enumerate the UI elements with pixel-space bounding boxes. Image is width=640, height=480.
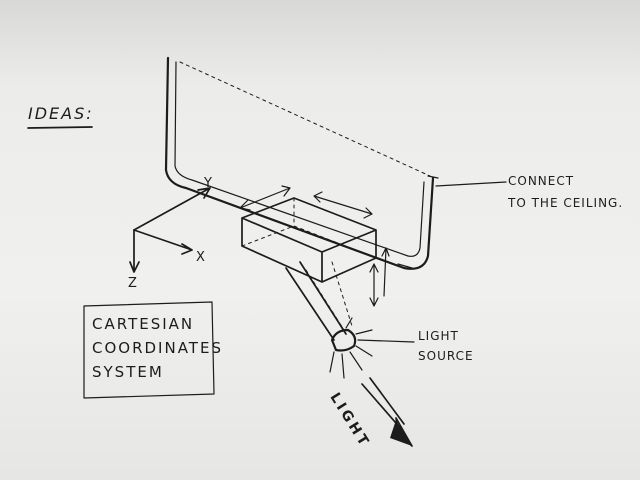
light-cone-dashed	[305, 261, 353, 331]
axis-z	[129, 229, 140, 273]
lamp-rays	[329, 317, 373, 379]
bracket-cap	[427, 175, 439, 179]
light-source-line-2: SOURCE	[418, 349, 474, 363]
ceiling-bracket	[164, 56, 435, 270]
dim-arrow-vertical	[369, 263, 379, 307]
axis-x	[133, 229, 193, 255]
light-source-line-1: LIGHT	[418, 329, 459, 343]
dim-arrow-right	[313, 191, 373, 219]
axis-x-label: X	[196, 250, 206, 265]
cartesian-line-2: COORDINATES	[92, 339, 223, 357]
connect-leader	[435, 181, 507, 187]
title-underline	[27, 126, 93, 129]
connect-line-1: CONNECT	[508, 174, 575, 188]
page-title: IDEAS:	[28, 104, 94, 123]
light-source-leader	[357, 339, 415, 343]
connect-line-2: TO THE CEILING.	[508, 196, 624, 210]
ceiling-bracket-top-edge	[179, 61, 431, 177]
ceiling-bracket-inner	[174, 61, 425, 257]
cartesian-line-1: CARTESIAN	[92, 315, 195, 333]
light-arrow-head	[390, 420, 412, 446]
axis-z-label: Z	[128, 276, 138, 291]
axis-y	[133, 187, 211, 231]
cartesian-box-text: CARTESIAN COORDINATES SYSTEM	[92, 312, 223, 384]
axis-y-label: Y	[204, 176, 213, 191]
dim-arrow-vertical-2	[381, 247, 390, 297]
connect-label: CONNECT TO THE CEILING.	[508, 170, 623, 214]
lamp-head	[330, 328, 357, 352]
height-tick	[397, 263, 413, 269]
lamp-arm	[285, 261, 347, 341]
cartesian-line-3: SYSTEM	[92, 363, 164, 381]
cartesian-box-border	[83, 301, 215, 399]
light-source-label: LIGHT SOURCE	[418, 326, 474, 366]
light-box-hidden-edges	[241, 197, 377, 259]
dim-arrow-left	[239, 185, 291, 211]
light-box	[241, 197, 377, 283]
